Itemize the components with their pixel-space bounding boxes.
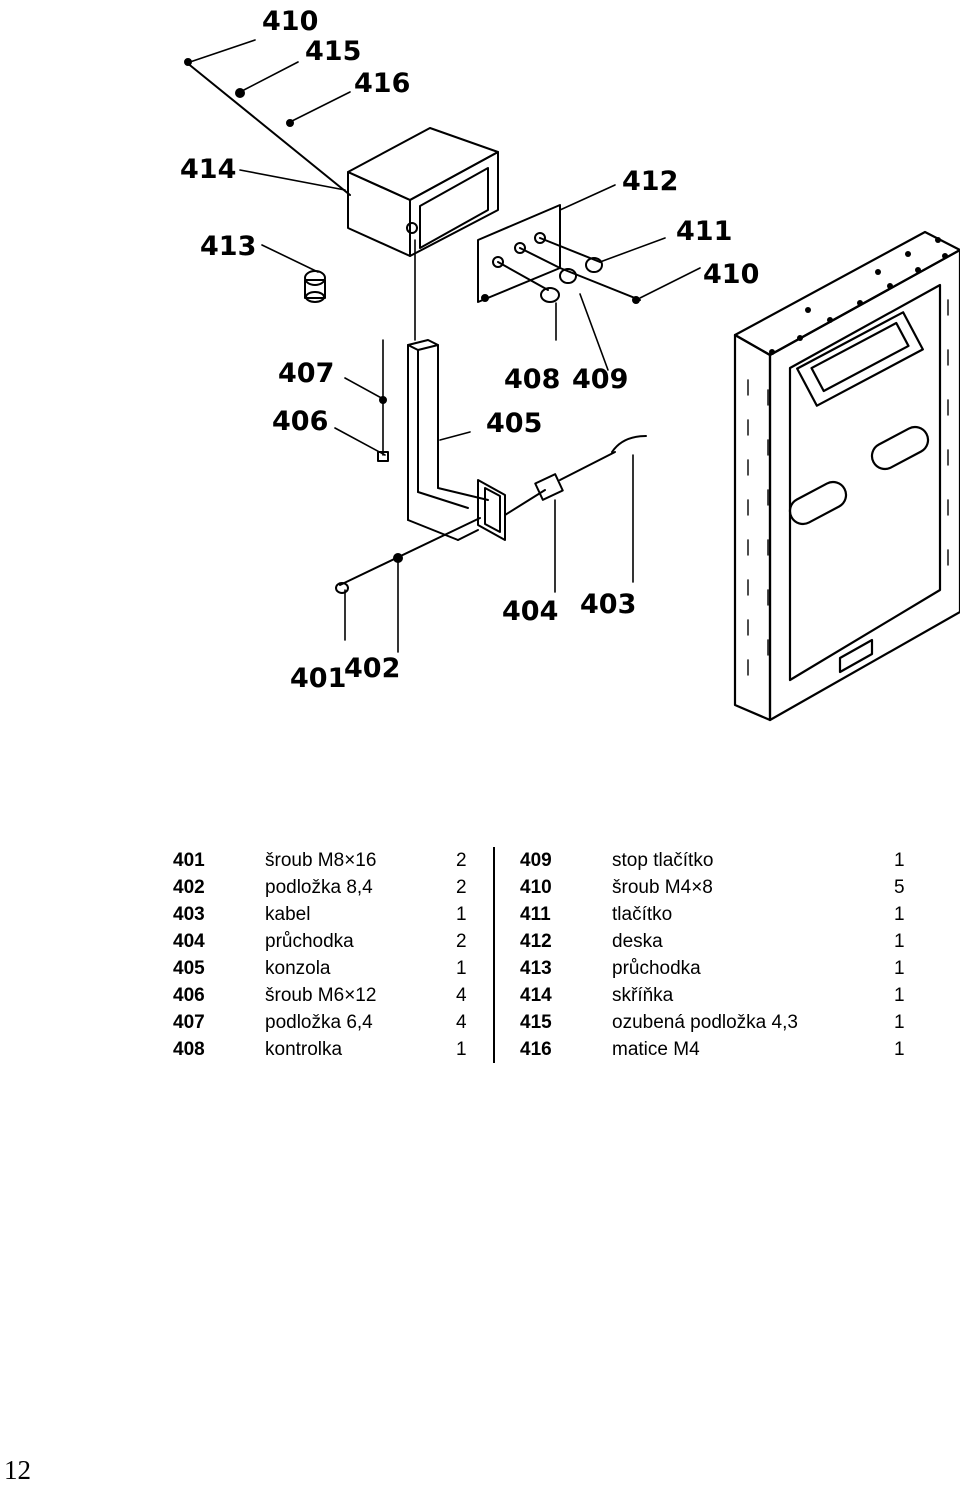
part-quantity: 1 <box>456 1039 467 1060</box>
part-quantity: 1 <box>894 1012 905 1033</box>
part-name: skříňka <box>612 985 674 1006</box>
part-number: 402 <box>173 877 205 898</box>
part-number: 416 <box>520 1039 552 1060</box>
part-quantity: 4 <box>456 985 467 1006</box>
callout-label: 411 <box>676 216 732 247</box>
callout-label: 401 <box>290 663 346 694</box>
part-number: 411 <box>520 904 551 925</box>
parts-row: 409 stop tlačítko 1 <box>520 847 910 874</box>
part-name: kabel <box>265 904 311 925</box>
callout-label: 405 <box>486 408 542 439</box>
part-name: šroub M4×8 <box>612 877 713 898</box>
bracket-405 <box>407 339 506 541</box>
parts-row: 408 kontrolka 1 <box>173 1036 473 1063</box>
parts-row: 404 průchodka 2 <box>173 928 473 955</box>
box-enclosure <box>347 127 499 257</box>
part-number: 412 <box>520 931 552 952</box>
part-quantity: 1 <box>894 985 905 1006</box>
part-number: 414 <box>520 985 552 1006</box>
parts-row: 406 šroub M6×12 4 <box>173 982 473 1009</box>
parts-row: 407 podložka 6,4 4 <box>173 1009 473 1036</box>
callout-label: 416 <box>354 68 410 99</box>
parts-row: 410 šroub M4×8 5 <box>520 874 910 901</box>
part-name: matice M4 <box>612 1039 700 1060</box>
part-quantity: 1 <box>894 1039 905 1060</box>
part-quantity: 2 <box>456 850 467 871</box>
part-name: stop tlačítko <box>612 850 714 871</box>
callout-label: 414 <box>180 154 236 185</box>
part-number: 410 <box>520 877 552 898</box>
callout-label: 413 <box>200 231 256 262</box>
part-number: 408 <box>173 1039 205 1060</box>
part-quantity: 1 <box>456 958 467 979</box>
callout-label: 407 <box>278 358 334 389</box>
part-name: šroub M8×16 <box>265 850 377 871</box>
exploded-parts-diagram: 410 415 416 414 412 413 411 410 407 408 … <box>180 6 960 722</box>
parts-row: 412 deska 1 <box>520 928 910 955</box>
part-number: 415 <box>520 1012 552 1033</box>
buttons <box>497 237 641 304</box>
cable-403 <box>504 435 647 516</box>
parts-row: 414 skříňka 1 <box>520 982 910 1009</box>
part-quantity: 1 <box>894 931 905 952</box>
callout-label: 410 <box>703 259 759 290</box>
bolt-401-402 <box>335 517 481 594</box>
parts-row: 401 šroub M8×16 2 <box>173 847 473 874</box>
parts-row: 403 kabel 1 <box>173 901 473 928</box>
part-number: 404 <box>173 931 205 952</box>
parts-row: 415 ozubená podložka 4,3 1 <box>520 1009 910 1036</box>
callout-label: 408 <box>504 364 560 395</box>
parts-list-right: 409 stop tlačítko 1 410 šroub M4×8 5 411 tlač… <box>520 847 910 1063</box>
machine-panel <box>733 230 960 722</box>
part-number: 401 <box>173 850 205 871</box>
fastener-assembly <box>184 58 351 196</box>
parts-row: 416 matice M4 1 <box>520 1036 910 1063</box>
leader-lines <box>189 39 701 653</box>
part-number: 413 <box>520 958 552 979</box>
part-name: šroub M6×12 <box>265 985 377 1006</box>
part-number: 405 <box>173 958 205 979</box>
part-name: ozubená podložka 4,3 <box>612 1012 798 1033</box>
parts-row: 413 průchodka 1 <box>520 955 910 982</box>
part-number: 403 <box>173 904 205 925</box>
part-number: 406 <box>173 985 205 1006</box>
grommet-413 <box>304 270 326 303</box>
part-name: podložka 6,4 <box>265 1012 373 1033</box>
part-name: konzola <box>265 958 331 979</box>
part-name: průchodka <box>612 958 701 979</box>
screw-406-407 <box>377 396 389 462</box>
part-quantity: 1 <box>894 958 905 979</box>
plate-412 <box>477 204 561 303</box>
callout-label: 415 <box>305 36 361 67</box>
part-quantity: 1 <box>456 904 467 925</box>
callout-label: 410 <box>262 6 318 37</box>
callout-label: 404 <box>502 596 558 627</box>
part-name: deska <box>612 931 663 952</box>
page-number: 12 <box>4 1455 31 1485</box>
callout-labels: 410 415 416 414 412 413 411 410 407 408 … <box>180 6 759 694</box>
parts-row: 402 podložka 8,4 2 <box>173 874 473 901</box>
part-number: 407 <box>173 1012 205 1033</box>
part-quantity: 2 <box>456 931 467 952</box>
callout-label: 409 <box>572 364 628 395</box>
part-name: průchodka <box>265 931 354 952</box>
part-name: kontrolka <box>265 1039 343 1060</box>
callout-label: 406 <box>272 406 328 437</box>
part-quantity: 1 <box>894 904 905 925</box>
part-name: tlačítko <box>612 904 673 925</box>
callout-label: 402 <box>344 653 400 684</box>
part-number: 409 <box>520 850 552 871</box>
part-quantity: 5 <box>894 877 905 898</box>
table-divider <box>493 847 495 1063</box>
parts-row: 411 tlačítko 1 <box>520 901 910 928</box>
callout-label: 412 <box>622 166 678 197</box>
parts-list-left: 401 šroub M8×16 2 402 podložka 8,4 2 403 kabe… <box>173 847 473 1063</box>
parts-row: 405 konzola 1 <box>173 955 473 982</box>
part-quantity: 4 <box>456 1012 467 1033</box>
part-quantity: 2 <box>456 877 467 898</box>
part-quantity: 1 <box>894 850 905 871</box>
part-name: podložka 8,4 <box>265 877 373 898</box>
callout-label: 403 <box>580 589 636 620</box>
